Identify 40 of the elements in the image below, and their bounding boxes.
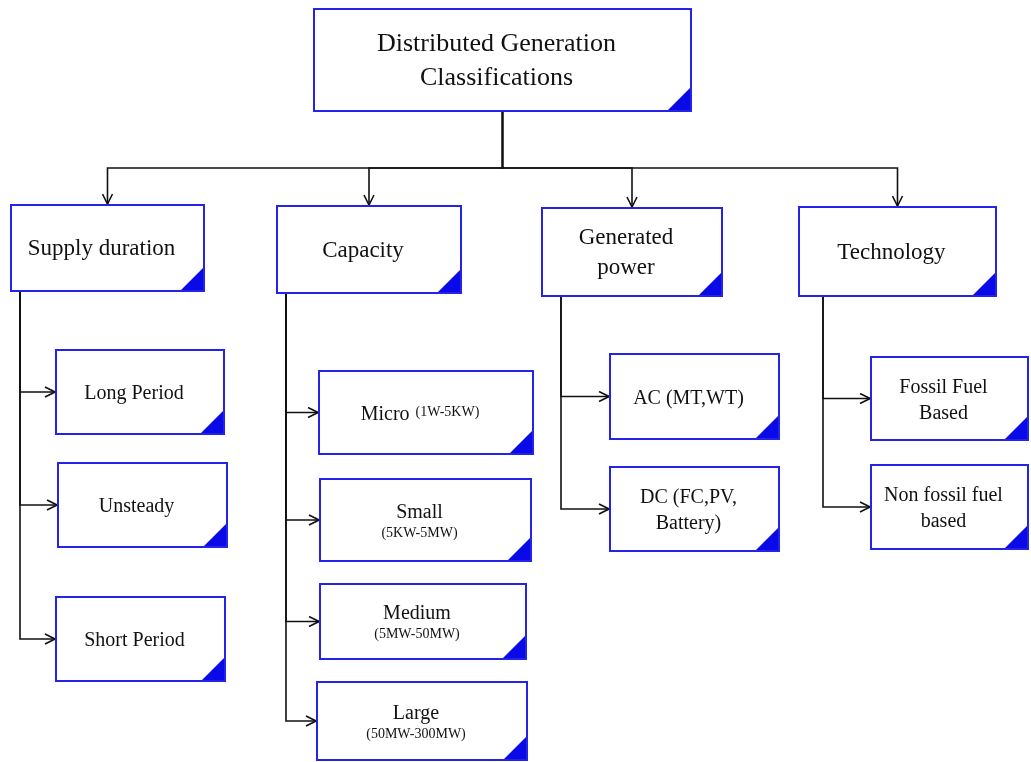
node-label: Short Period	[84, 627, 185, 652]
node-label: Large	[392, 699, 440, 725]
category-box	[541, 207, 723, 297]
category-box	[609, 466, 780, 552]
node-label: Unsteady	[98, 493, 175, 518]
category-box	[316, 681, 528, 761]
arrow	[822, 296, 871, 513]
node-label: Small	[396, 498, 443, 524]
arrow	[501, 111, 904, 207]
category-box	[10, 204, 205, 292]
range-label: (5MW-50MW)	[374, 625, 460, 644]
range-label: (1W-5KW)	[415, 403, 480, 422]
category-box	[870, 356, 1029, 441]
category-box	[798, 206, 997, 297]
category-box	[870, 464, 1029, 550]
node-label: Long Period	[84, 380, 184, 405]
node-label: Distributed Generation Classifications	[376, 27, 617, 93]
range-label: (50MW-300MW)	[366, 724, 466, 743]
node-label: Generated power	[577, 223, 675, 281]
node-label: Supply duration	[27, 234, 176, 263]
range-label: (5KW-5MW)	[381, 523, 458, 542]
node-label: Capacity	[322, 235, 404, 264]
node-label: Fossil Fuel Based	[898, 373, 989, 425]
node-label: Non fossil fuel based	[883, 482, 1004, 533]
category-box	[276, 205, 462, 294]
node-label: Technology	[837, 237, 946, 266]
category-box	[313, 8, 692, 112]
node-label: Medium	[383, 600, 451, 626]
category-box	[319, 583, 527, 660]
node-label: Micro	[360, 400, 410, 426]
arrow	[560, 296, 610, 515]
node-label: DC (FC,PV, Battery)	[639, 484, 738, 535]
category-box	[318, 370, 534, 455]
node-label: AC (MT,WT)	[633, 384, 744, 410]
category-box	[55, 596, 226, 682]
category-box	[57, 462, 228, 548]
category-box	[609, 353, 780, 440]
category-box	[55, 349, 225, 435]
arrow	[19, 291, 56, 645]
category-box	[319, 478, 532, 562]
